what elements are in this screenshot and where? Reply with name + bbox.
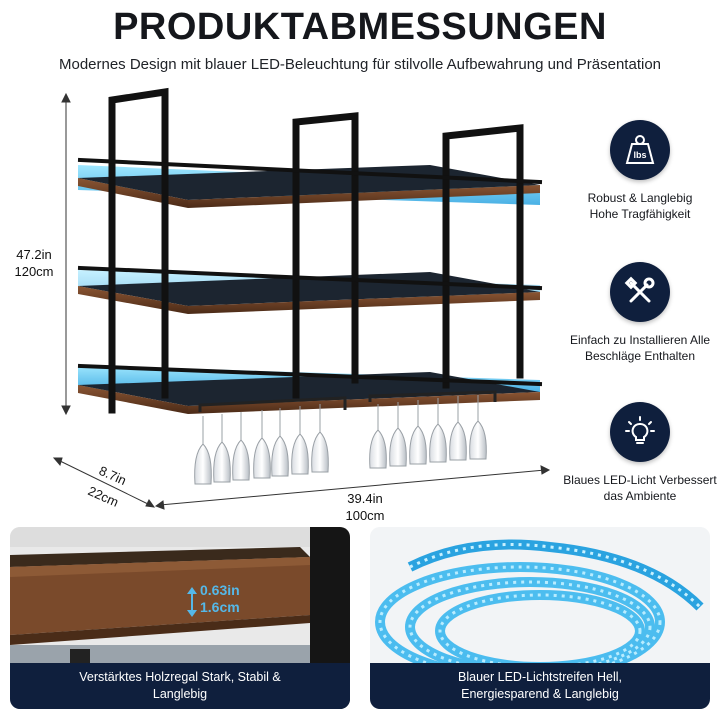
feature-label: Einfach zu Installieren Alle Beschläge E…	[569, 333, 711, 363]
dimension-lines	[52, 92, 551, 510]
led-strip-panel: Blauer LED-Lichtstreifen Hell, Energiesp…	[370, 527, 710, 709]
width-cm: 100cm	[345, 508, 385, 523]
weight-icon: lbs	[610, 120, 670, 180]
thickness-arrow-icon	[187, 587, 197, 617]
feature-label: Robust & Langlebig Hohe Tragfähigkeit	[587, 191, 693, 221]
wood-shelf-panel: Verstärktes Holzregal Stark, Stabil & La…	[10, 527, 350, 709]
led-strip-caption: Blauer LED-Lichtstreifen Hell, Energiesp…	[370, 663, 710, 709]
tools-icon	[610, 262, 670, 322]
lightbulb-icon	[610, 402, 670, 462]
shelf-middle	[78, 272, 540, 314]
feature-install: Einfach zu Installieren Alle Beschläge E…	[560, 262, 720, 364]
feature-led: Blaues LED-Licht Verbessert das Ambiente	[560, 402, 720, 504]
feature-sturdy: lbs Robust & Langlebig Hohe Tragfähigkei…	[560, 120, 720, 222]
feature-label: Blaues LED-Licht Verbessert das Ambiente	[563, 473, 717, 503]
glass-hangers	[198, 390, 497, 412]
shelf-top	[78, 165, 540, 208]
svg-text:lbs: lbs	[633, 150, 646, 160]
height-inches: 47.2in	[16, 247, 52, 262]
thickness-label: 0.63in 1.6cm	[200, 582, 240, 615]
width-inches: 39.4in	[347, 491, 383, 506]
wood-shelf-caption: Verstärktes Holzregal Stark, Stabil & La…	[10, 663, 350, 709]
page-subtitle: Modernes Design mit blauer LED-Beleuchtu…	[58, 56, 661, 73]
height-dimension: 47.2in 120cm	[4, 246, 64, 280]
height-cm: 120cm	[14, 264, 54, 279]
metal-frame	[77, 87, 543, 414]
wine-glasses	[194, 395, 487, 485]
wine-rack-illustration	[52, 87, 551, 510]
page-title: PRODUKTABMESSUNGEN	[113, 6, 607, 48]
width-dimension: 39.4in 100cm	[330, 490, 400, 524]
